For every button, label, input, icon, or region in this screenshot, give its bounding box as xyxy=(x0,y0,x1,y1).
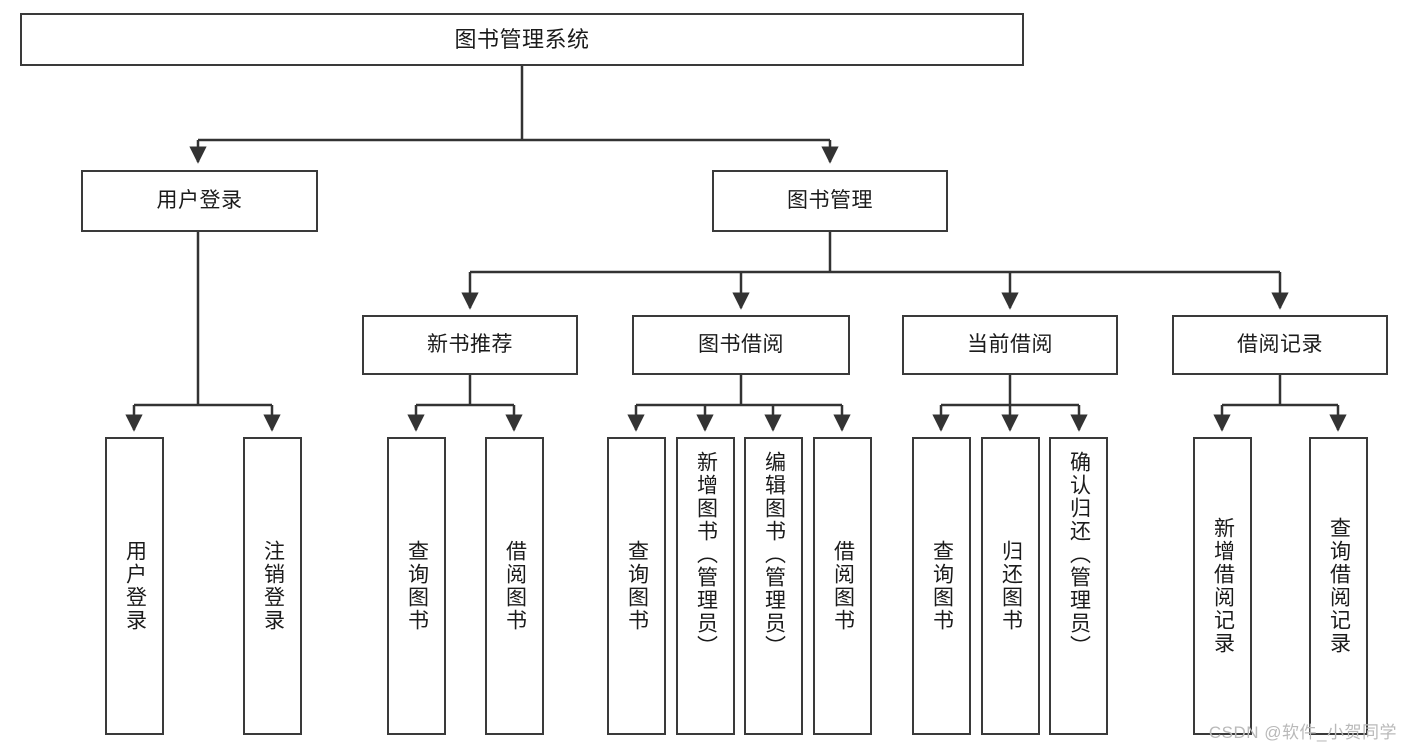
node-label: 借阅图书 xyxy=(503,540,527,632)
node-label: 新书推荐 xyxy=(427,332,513,356)
node-label: 借阅记录 xyxy=(1237,332,1323,356)
leaf-current-confirm-return-admin[interactable]: 确认归还（管理员） xyxy=(1049,437,1108,735)
node-book-borrow[interactable]: 图书借阅 xyxy=(632,315,850,375)
node-label: 确认归还（管理员） xyxy=(1067,451,1091,658)
leaf-current-return-book[interactable]: 归还图书 xyxy=(981,437,1040,735)
node-label: 新增借阅记录 xyxy=(1211,517,1235,655)
node-book-management[interactable]: 图书管理 xyxy=(712,170,948,232)
leaf-borrow-borrow-book[interactable]: 借阅图书 xyxy=(813,437,872,735)
leaf-user-login[interactable]: 用户登录 xyxy=(105,437,164,735)
node-label: 查询图书 xyxy=(930,540,954,632)
leaf-borrow-query-book[interactable]: 查询图书 xyxy=(607,437,666,735)
node-label: 借阅图书 xyxy=(831,540,855,632)
node-label: 编辑图书（管理员） xyxy=(762,451,786,658)
csdn-watermark: CSDN @软件_小贺同学 xyxy=(1208,723,1397,742)
leaf-borrow-add-book-admin[interactable]: 新增图书（管理员） xyxy=(676,437,735,735)
leaf-records-query-record[interactable]: 查询借阅记录 xyxy=(1309,437,1368,735)
node-current-borrow[interactable]: 当前借阅 xyxy=(902,315,1118,375)
node-label: 用户登录 xyxy=(156,188,243,212)
node-root-system[interactable]: 图书管理系统 xyxy=(20,13,1024,66)
node-label: 查询图书 xyxy=(625,540,649,632)
leaf-records-add-record[interactable]: 新增借阅记录 xyxy=(1193,437,1252,735)
node-label: 查询借阅记录 xyxy=(1327,517,1351,655)
node-borrow-records[interactable]: 借阅记录 xyxy=(1172,315,1388,375)
leaf-borrow-edit-book-admin[interactable]: 编辑图书（管理员） xyxy=(744,437,803,735)
node-label: 用户登录 xyxy=(123,540,147,632)
node-new-book-recommend[interactable]: 新书推荐 xyxy=(362,315,578,375)
node-label: 注销登录 xyxy=(261,540,285,632)
node-label: 图书管理 xyxy=(787,188,873,212)
node-label: 新增图书（管理员） xyxy=(694,451,718,658)
node-label: 图书管理系统 xyxy=(454,26,590,52)
node-label: 查询图书 xyxy=(405,540,429,632)
leaf-newbook-query-book[interactable]: 查询图书 xyxy=(387,437,446,735)
leaf-logout[interactable]: 注销登录 xyxy=(243,437,302,735)
leaf-newbook-borrow-book[interactable]: 借阅图书 xyxy=(485,437,544,735)
node-user-login[interactable]: 用户登录 xyxy=(81,170,318,232)
node-label: 当前借阅 xyxy=(967,332,1053,356)
node-label: 归还图书 xyxy=(999,540,1023,632)
node-label: 图书借阅 xyxy=(698,332,784,356)
leaf-current-query-book[interactable]: 查询图书 xyxy=(912,437,971,735)
